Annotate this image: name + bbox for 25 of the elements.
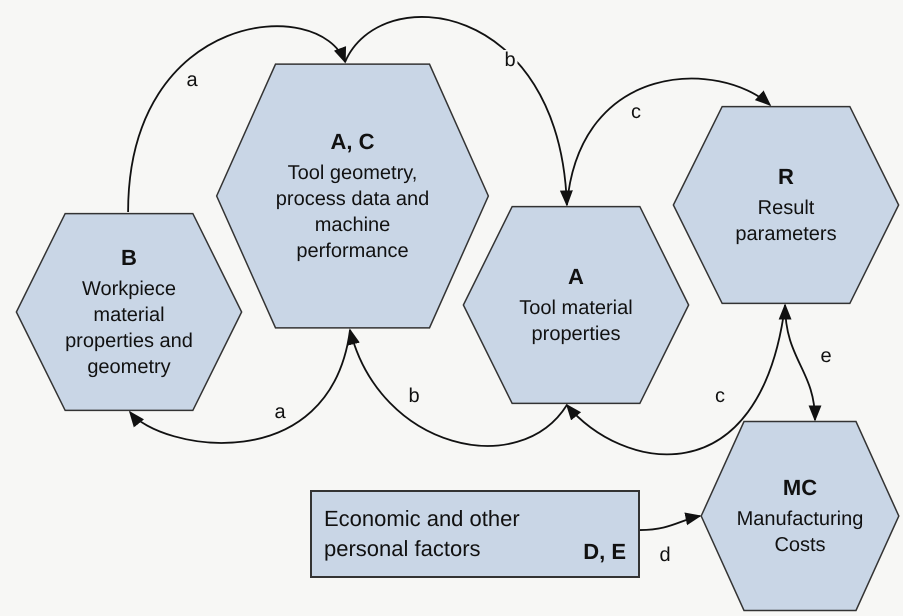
hexagon: [15, 212, 243, 412]
arrow: [128, 330, 351, 444]
arrow: [779, 303, 821, 422]
hexagon: [700, 420, 900, 612]
node-text: Workpiece material properties and geometry: [64, 276, 194, 380]
code-label: D, E: [583, 538, 626, 566]
arrow: [344, 16, 572, 207]
hexagon: [672, 105, 900, 305]
factor-box: [310, 490, 640, 578]
node-code: B: [121, 244, 137, 272]
arrow: [640, 512, 702, 531]
node-text: Tool material properties: [518, 296, 634, 347]
hexagon: [462, 205, 690, 405]
box-text: Economic and other personal factors: [324, 505, 521, 563]
hexagon: [215, 62, 490, 330]
arrow: [348, 328, 568, 446]
arrow: [127, 25, 346, 212]
node-code: A: [568, 263, 584, 291]
arrow: [566, 78, 772, 206]
node-code: A, C: [330, 128, 374, 156]
node-code: R: [778, 163, 794, 191]
node-text: Result parameters: [734, 196, 838, 247]
node-text: Manufacturing Costs: [736, 506, 864, 558]
node-text: Tool geometry, process data and machine performance: [274, 160, 430, 264]
node-code: MC: [782, 474, 818, 502]
